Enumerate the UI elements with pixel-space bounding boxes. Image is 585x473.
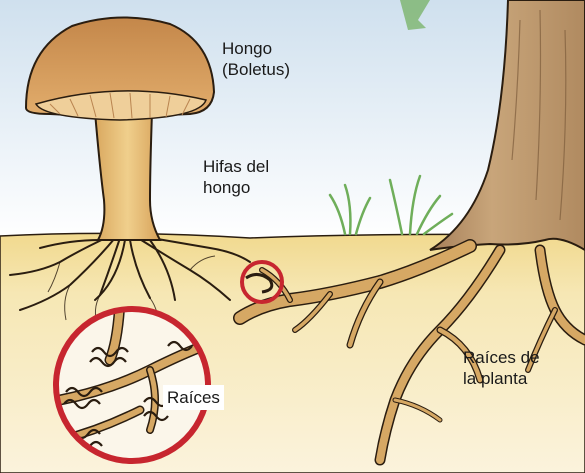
label-raices-zoom: Raíces xyxy=(163,385,224,410)
label-hifas-line2: hongo xyxy=(203,177,269,198)
mushroom-stem xyxy=(95,112,160,240)
label-hongo-line2: (Boletus) xyxy=(222,59,290,80)
label-raices-planta: Raíces de la planta xyxy=(463,347,540,389)
label-hongo-line1: Hongo xyxy=(222,38,290,59)
label-raices-planta-line2: la planta xyxy=(463,368,540,389)
label-hifas-line1: Hifas del xyxy=(203,156,269,177)
label-hongo: Hongo (Boletus) xyxy=(222,38,290,80)
label-hifas: Hifas del hongo xyxy=(203,156,269,198)
label-raices-planta-line1: Raíces de xyxy=(463,347,540,368)
